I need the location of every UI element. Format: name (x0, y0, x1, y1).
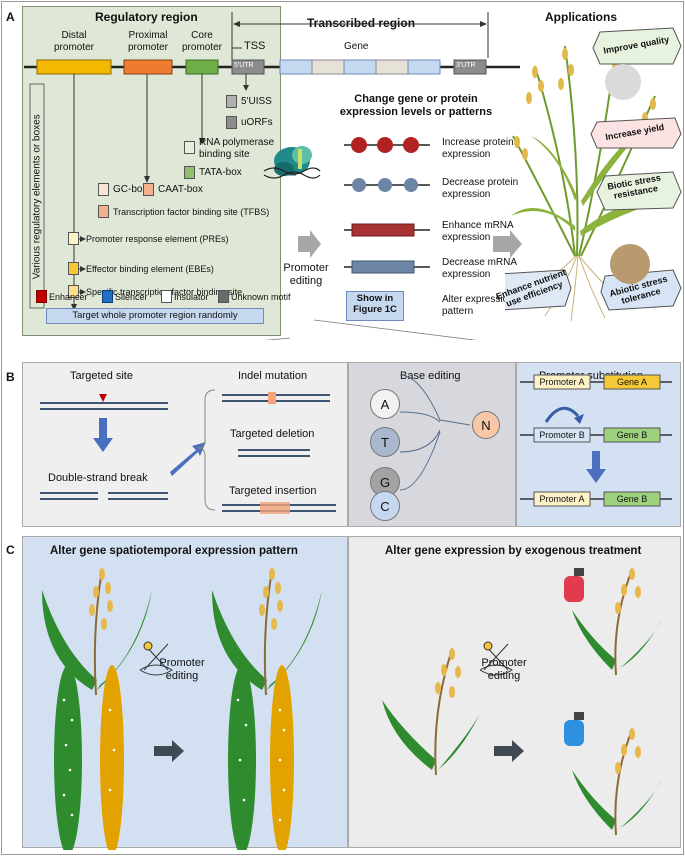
alter-pattern-label: Alter expression pattern (442, 294, 514, 317)
uiss-swatch (226, 95, 237, 108)
decrease-protein-label: Decrease protein expression (442, 177, 519, 200)
uorfs-swatch (226, 116, 237, 129)
unknown-swatch (218, 290, 229, 303)
panel-c-illustration (42, 568, 662, 850)
stf-swatch (68, 285, 79, 298)
indel-label: Indel mutation (238, 370, 308, 382)
promoter-editing-label-right: Promoter editing (481, 657, 527, 682)
rice-plant-illustration (505, 27, 682, 322)
applications-title: Applications (545, 10, 618, 24)
tata-swatch (184, 166, 195, 179)
gene-b-label-2: Gene B (616, 494, 648, 504)
tfbs-swatch (98, 205, 109, 218)
uorfs-label: uORFs (241, 117, 273, 128)
deletion-label: Targeted deletion (230, 428, 315, 440)
promoter-b-label: Promoter B (539, 430, 585, 440)
rnap-swatch (184, 141, 195, 154)
pre-label: Promoter response element (PREs) (86, 234, 229, 244)
dsb-label: Double-strand break (48, 472, 148, 484)
5utr-label: 5'UTR (234, 62, 254, 69)
silencer-label: Silencer (115, 292, 148, 302)
base-c: C (370, 491, 400, 521)
proximal-promoter-label: Proximal promoter (127, 30, 168, 53)
spatiotemporal-title: Alter gene spatiotemporal expression pat… (50, 545, 298, 557)
target-whole-promoter-box: Target whole promoter region randomly (46, 308, 264, 324)
3utr-label: 3'UTR (456, 62, 476, 69)
exogenous-title: Alter gene expression by exogenous treat… (385, 545, 642, 557)
base-editing-label: Base editing (400, 370, 461, 382)
base-a: A (370, 389, 400, 419)
editing-strategies-diagram (40, 374, 672, 514)
expression-icons (344, 137, 430, 274)
rnap-label: RNA polymerase binding site (199, 137, 275, 160)
base-n: N (472, 411, 500, 439)
show-in-figure-1c-box: Show in Figure 1C (346, 291, 404, 321)
regulatory-region-title: Regulatory region (95, 10, 198, 24)
unknown-label: Unknown motif (231, 292, 291, 302)
decrease-mrna-label: Decrease mRNA expression (442, 257, 518, 280)
crispr-complex-icon (263, 146, 321, 179)
pre-swatch (68, 232, 79, 245)
insertion-label: Targeted insertion (229, 485, 317, 497)
gene-label: Gene (344, 41, 369, 52)
enhancer-swatch (36, 290, 47, 303)
increase-protein-label: Increase protein expression (442, 137, 514, 160)
tata-label: TATA-box (199, 167, 242, 178)
base-t: T (370, 427, 400, 457)
insulator-label: Insulator (174, 292, 209, 302)
gene-b-label-1: Gene B (616, 430, 648, 440)
ebe-label: Effector binding element (EBEs) (86, 264, 214, 274)
enhance-mrna-label: Enhance mRNA expression (442, 220, 514, 243)
panel-label-a: A (6, 10, 15, 24)
panel-label-c: C (6, 543, 15, 557)
change-expression-title: Change gene or protein expression levels… (339, 93, 493, 118)
gc-label: GC-box (113, 184, 148, 195)
insulator-swatch (161, 290, 172, 303)
core-promoter-label: Core promoter (181, 30, 222, 53)
promoter-a-label-2: Promoter A (539, 494, 585, 504)
silencer-swatch (102, 290, 113, 303)
gc-swatch (98, 183, 109, 196)
caat-swatch (143, 183, 154, 196)
ebe-swatch (68, 262, 79, 275)
enhancer-label: Enhancer (49, 292, 88, 302)
gene-a-label: Gene A (616, 377, 648, 387)
caat-label: CAAT-box (158, 184, 203, 195)
tss-label: TSS (244, 40, 266, 52)
panel-label-b: B (6, 370, 15, 384)
promoter-editing-label-left: Promoter editing (159, 657, 205, 682)
promoter-a-label-1: Promoter A (539, 377, 585, 387)
distal-promoter-label: Distal promoter (53, 30, 94, 53)
promoter-editing-label: Promoter editing (283, 262, 329, 287)
tfbs-label: Transcription factor binding site (TFBS) (113, 207, 270, 217)
uiss-label: 5'UISS (241, 96, 272, 107)
targeted-site-label: Targeted site (70, 370, 133, 382)
promoter-diagram (24, 12, 522, 340)
